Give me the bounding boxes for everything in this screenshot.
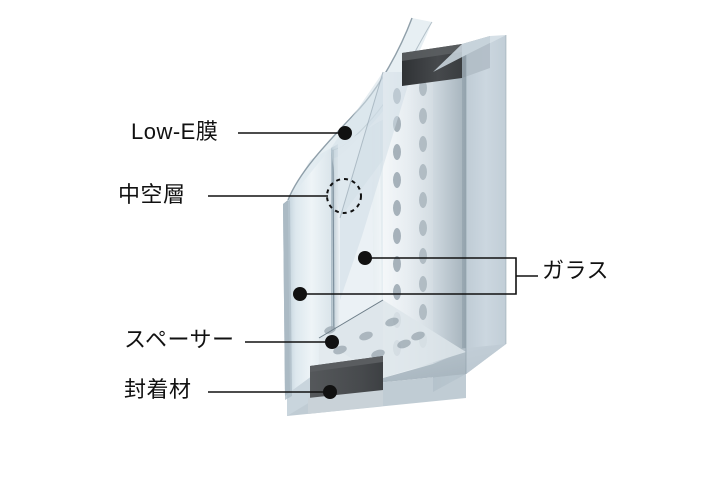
sealant-bottom-top-cap	[310, 356, 383, 372]
glass-overlay-diagonal	[340, 72, 412, 300]
marker-dot-sealant	[323, 385, 337, 399]
spacer-holes-column-b	[419, 80, 427, 348]
glass-unit-body	[283, 17, 507, 416]
glass-outer-pane	[288, 148, 331, 392]
glass-top-bevel	[433, 35, 506, 72]
glass-overlay-edge	[339, 71, 384, 219]
spacer-right-side	[433, 60, 462, 364]
glass-outer-right-pane	[466, 35, 506, 374]
label-glass: ガラス	[542, 258, 610, 283]
spacer-bottom-slant	[319, 300, 466, 378]
label-low-e-film: Low-E膜	[131, 119, 219, 144]
marker-dot-glass-upper	[358, 251, 372, 265]
callout-leaders	[208, 132, 538, 393]
spacer-bottom-outline	[318, 299, 384, 339]
marker-dot-glass-lower	[293, 287, 307, 301]
marker-dashed-circle-air-layer	[326, 178, 362, 214]
glass-left-sliver	[283, 200, 292, 400]
label-spacer: スペーサー	[124, 327, 235, 352]
callout-markers	[293, 126, 372, 399]
marker-dot-low-e	[338, 126, 352, 140]
label-air-layer: 中空層	[118, 182, 186, 207]
label-sealant: 封着材	[124, 377, 192, 402]
low-e-film-line	[332, 149, 335, 361]
marker-dot-spacer	[325, 335, 339, 349]
sealant-top-highlight	[402, 44, 462, 61]
